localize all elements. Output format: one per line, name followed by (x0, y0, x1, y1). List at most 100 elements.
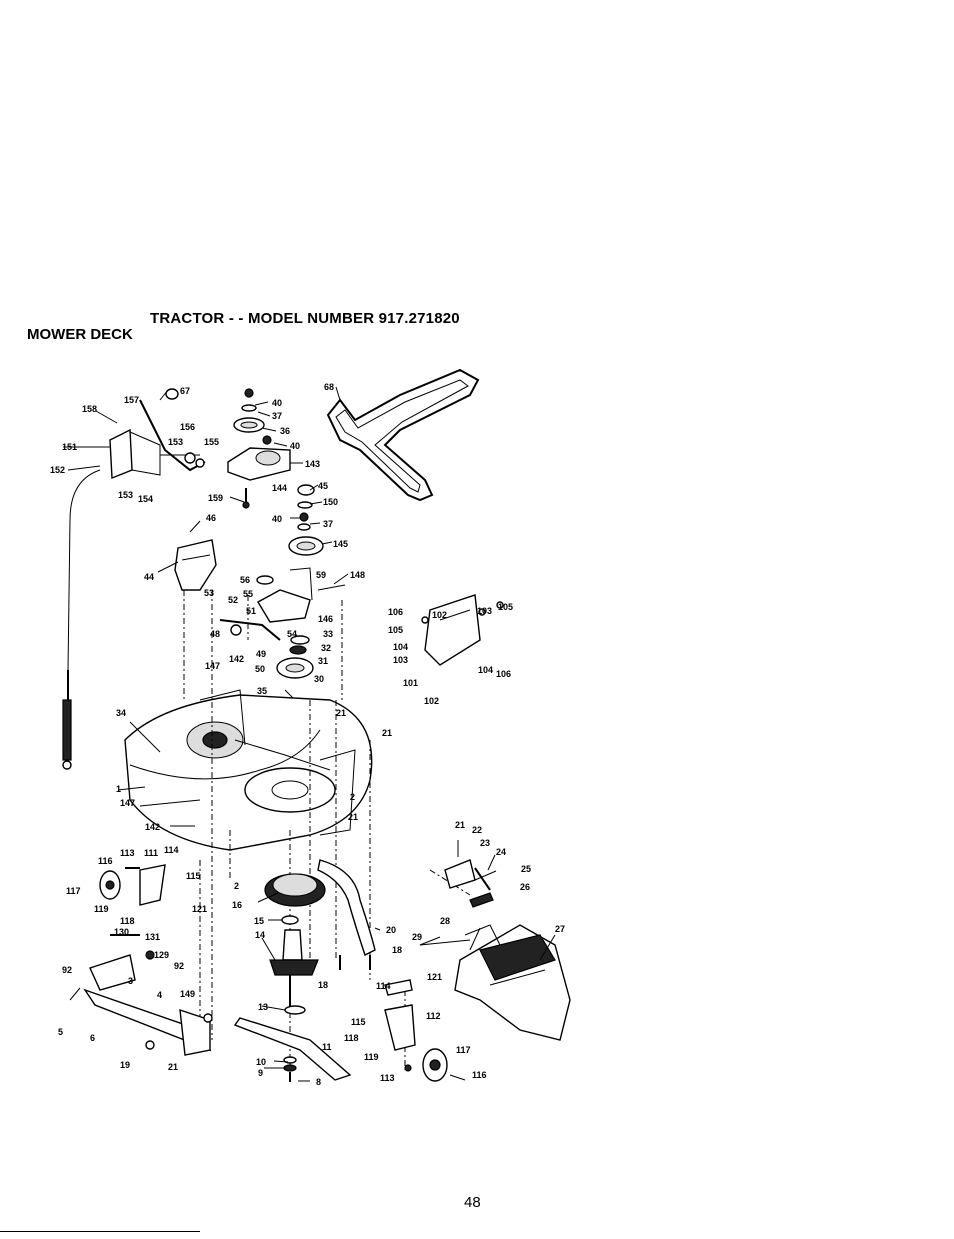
callout-153a: 153 (168, 437, 183, 447)
callout-49: 49 (256, 649, 266, 659)
callout-101: 101 (403, 678, 418, 688)
side-hanger (317, 859, 376, 970)
callout-8: 8 (316, 1077, 321, 1087)
callout-118a: 118 (120, 916, 135, 926)
callout-155: 155 (204, 437, 219, 447)
callout-103a: 103 (477, 606, 492, 616)
callout-13: 13 (258, 1002, 268, 1012)
callout-30: 30 (314, 674, 324, 684)
callout-1: 1 (116, 784, 121, 794)
baffle (421, 594, 504, 666)
front-hanger (69, 864, 213, 1056)
callout-27: 27 (555, 924, 565, 934)
callout-40a: 40 (272, 398, 282, 408)
callout-105a: 105 (498, 602, 513, 612)
callout-146: 146 (318, 614, 333, 624)
callout-24: 24 (496, 847, 506, 857)
callout-68: 68 (324, 382, 334, 392)
callout-21e: 21 (168, 1062, 178, 1072)
callout-21a: 21 (336, 708, 346, 718)
callout-34: 34 (116, 708, 126, 718)
callout-115a: 115 (186, 871, 201, 881)
callout-92b: 92 (174, 961, 184, 971)
callout-6: 6 (90, 1033, 95, 1043)
callout-116b: 116 (472, 1070, 487, 1080)
callout-106b: 106 (496, 669, 511, 679)
callout-147b: 147 (120, 798, 135, 808)
page-number: 48 (464, 1194, 481, 1211)
callout-92a: 92 (62, 965, 72, 975)
callout-22: 22 (472, 825, 482, 835)
callout-25: 25 (521, 864, 531, 874)
callout-112: 112 (426, 1011, 441, 1021)
callout-144: 144 (272, 483, 287, 493)
callout-11: 11 (322, 1042, 332, 1052)
spindle-assembly (233, 873, 352, 1082)
callout-105b: 105 (388, 625, 403, 635)
callout-130: 130 (114, 927, 129, 937)
callout-149: 149 (180, 989, 195, 999)
v-belt-68 (326, 368, 480, 502)
callout-9: 9 (258, 1068, 263, 1078)
callout-37b: 37 (323, 519, 333, 529)
callout-10: 10 (256, 1057, 266, 1067)
callout-102b: 102 (424, 696, 439, 706)
callout-20: 20 (386, 925, 396, 935)
callout-28: 28 (440, 916, 450, 926)
callout-67: 67 (180, 386, 190, 396)
callout-102a: 102 (432, 610, 447, 620)
callout-157: 157 (124, 395, 139, 405)
callout-153b: 153 (118, 490, 133, 500)
callout-156: 156 (180, 422, 195, 432)
callout-54: 54 (287, 629, 297, 639)
callout-118b: 118 (344, 1033, 359, 1043)
callout-21c: 21 (348, 812, 358, 822)
callout-104b: 104 (478, 665, 493, 675)
callout-114b: 114 (376, 981, 391, 991)
callout-16: 16 (232, 900, 242, 910)
callout-113b: 113 (380, 1073, 395, 1083)
callout-59: 59 (316, 570, 326, 580)
callout-114a: 114 (164, 845, 179, 855)
callout-46: 46 (206, 513, 216, 523)
leader-lines (63, 386, 556, 1082)
callout-131: 131 (145, 932, 160, 942)
callout-119b: 119 (364, 1052, 379, 1062)
section-title: MOWER DECK (27, 326, 133, 343)
bottom-rule (0, 1231, 200, 1232)
callout-56: 56 (240, 575, 250, 585)
callout-35: 35 (257, 686, 267, 696)
belt-guard (174, 539, 217, 591)
callout-52: 52 (228, 595, 238, 605)
callout-15: 15 (254, 916, 264, 926)
callout-51: 51 (246, 606, 256, 616)
callout-115b: 115 (351, 1017, 366, 1027)
callout-151: 151 (62, 442, 77, 452)
callout-121b: 121 (427, 972, 442, 982)
callout-23: 23 (480, 838, 490, 848)
callout-32: 32 (321, 643, 331, 653)
callout-53: 53 (204, 588, 214, 598)
callout-48: 48 (210, 629, 220, 639)
callout-147a: 147 (205, 661, 220, 671)
callout-142a: 142 (229, 654, 244, 664)
callout-2a: 2 (350, 792, 355, 802)
callout-104a: 104 (393, 642, 408, 652)
callout-148: 148 (350, 570, 365, 580)
pulley-stack (227, 388, 324, 556)
callout-55: 55 (243, 589, 253, 599)
callout-143: 143 (305, 459, 320, 469)
callout-19: 19 (120, 1060, 130, 1070)
idler-arm (219, 567, 346, 706)
chute-deflector (419, 859, 571, 1041)
callout-33: 33 (323, 629, 333, 639)
callout-45: 45 (318, 481, 328, 491)
callout-159: 159 (208, 493, 223, 503)
callout-40b: 40 (290, 441, 300, 451)
callout-145: 145 (333, 539, 348, 549)
cable-assembly (62, 388, 206, 770)
callout-103b: 103 (393, 655, 408, 665)
deck-housing (124, 689, 373, 851)
callout-18b: 18 (392, 945, 402, 955)
